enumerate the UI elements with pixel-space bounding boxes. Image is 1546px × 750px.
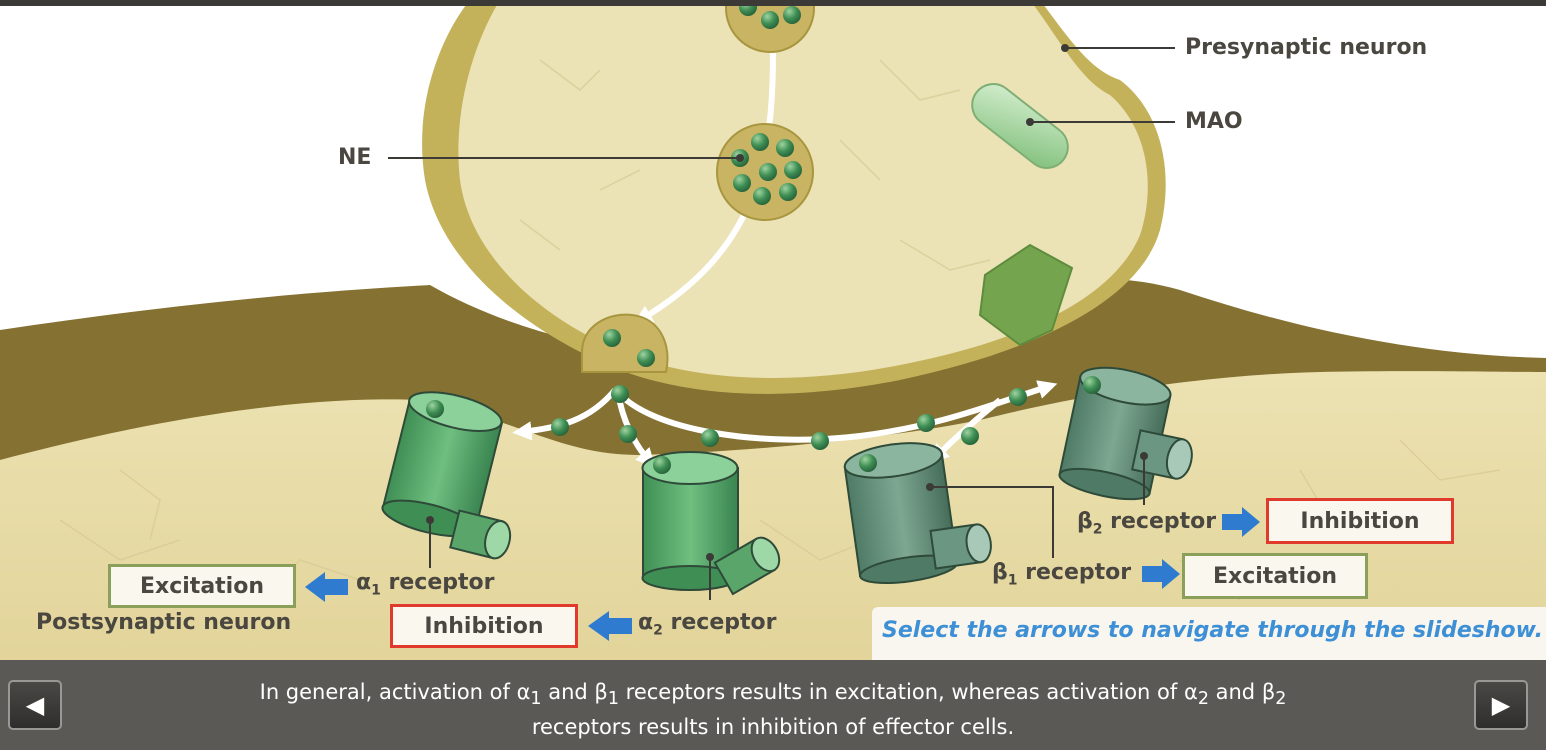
navigation-hint: Select the arrows to navigate through th…	[872, 607, 1546, 660]
caption-line-2: receptors results in inhibition of effec…	[531, 715, 1015, 740]
beta1-effect-box: Excitation	[1182, 553, 1368, 599]
released-ne-molecules	[551, 385, 1027, 450]
previous-slide-button[interactable]: ◀	[8, 680, 62, 730]
beta2-effect-box: Inhibition	[1266, 498, 1454, 544]
mao-organelle	[971, 83, 1069, 169]
caption-line-1: In general, activation of α1 and β1 rece…	[259, 680, 1287, 710]
beta1-receptor-label: β1 receptor	[992, 560, 1132, 589]
presynaptic-neuron-label: Presynaptic neuron	[1185, 35, 1428, 60]
synapse-illustration	[0, 0, 1546, 660]
vesicle-fusing	[581, 313, 669, 373]
beta2-receptor-shape	[1058, 366, 1193, 501]
top-bar	[0, 0, 1546, 6]
postsynaptic-neuron-label: Postsynaptic neuron	[36, 610, 292, 635]
mao-label: MAO	[1185, 109, 1243, 134]
slide-caption: In general, activation of α1 and β1 rece…	[130, 678, 1416, 741]
beta2-receptor-label: β2 receptor	[1077, 509, 1217, 538]
caption-bar: ◀ In general, activation of α1 and β1 re…	[0, 660, 1546, 750]
blue-arrow-icon	[305, 507, 1260, 641]
vesicle-top	[725, 0, 815, 53]
ne-label: NE	[338, 145, 372, 170]
alpha2-effect-box: Inhibition	[390, 604, 578, 648]
triangle-right-icon: ▶	[1491, 691, 1511, 719]
alpha1-receptor-shape	[381, 391, 512, 560]
alpha1-effect-box: Excitation	[108, 564, 296, 608]
vesicle-middle	[716, 123, 814, 221]
alpha2-receptor-label: α2 receptor	[638, 610, 777, 639]
next-slide-button[interactable]: ▶	[1474, 680, 1528, 730]
triangle-left-icon: ◀	[25, 691, 45, 719]
synapse-diagram	[0, 0, 1546, 660]
alpha1-receptor-label: α1 receptor	[356, 570, 495, 599]
